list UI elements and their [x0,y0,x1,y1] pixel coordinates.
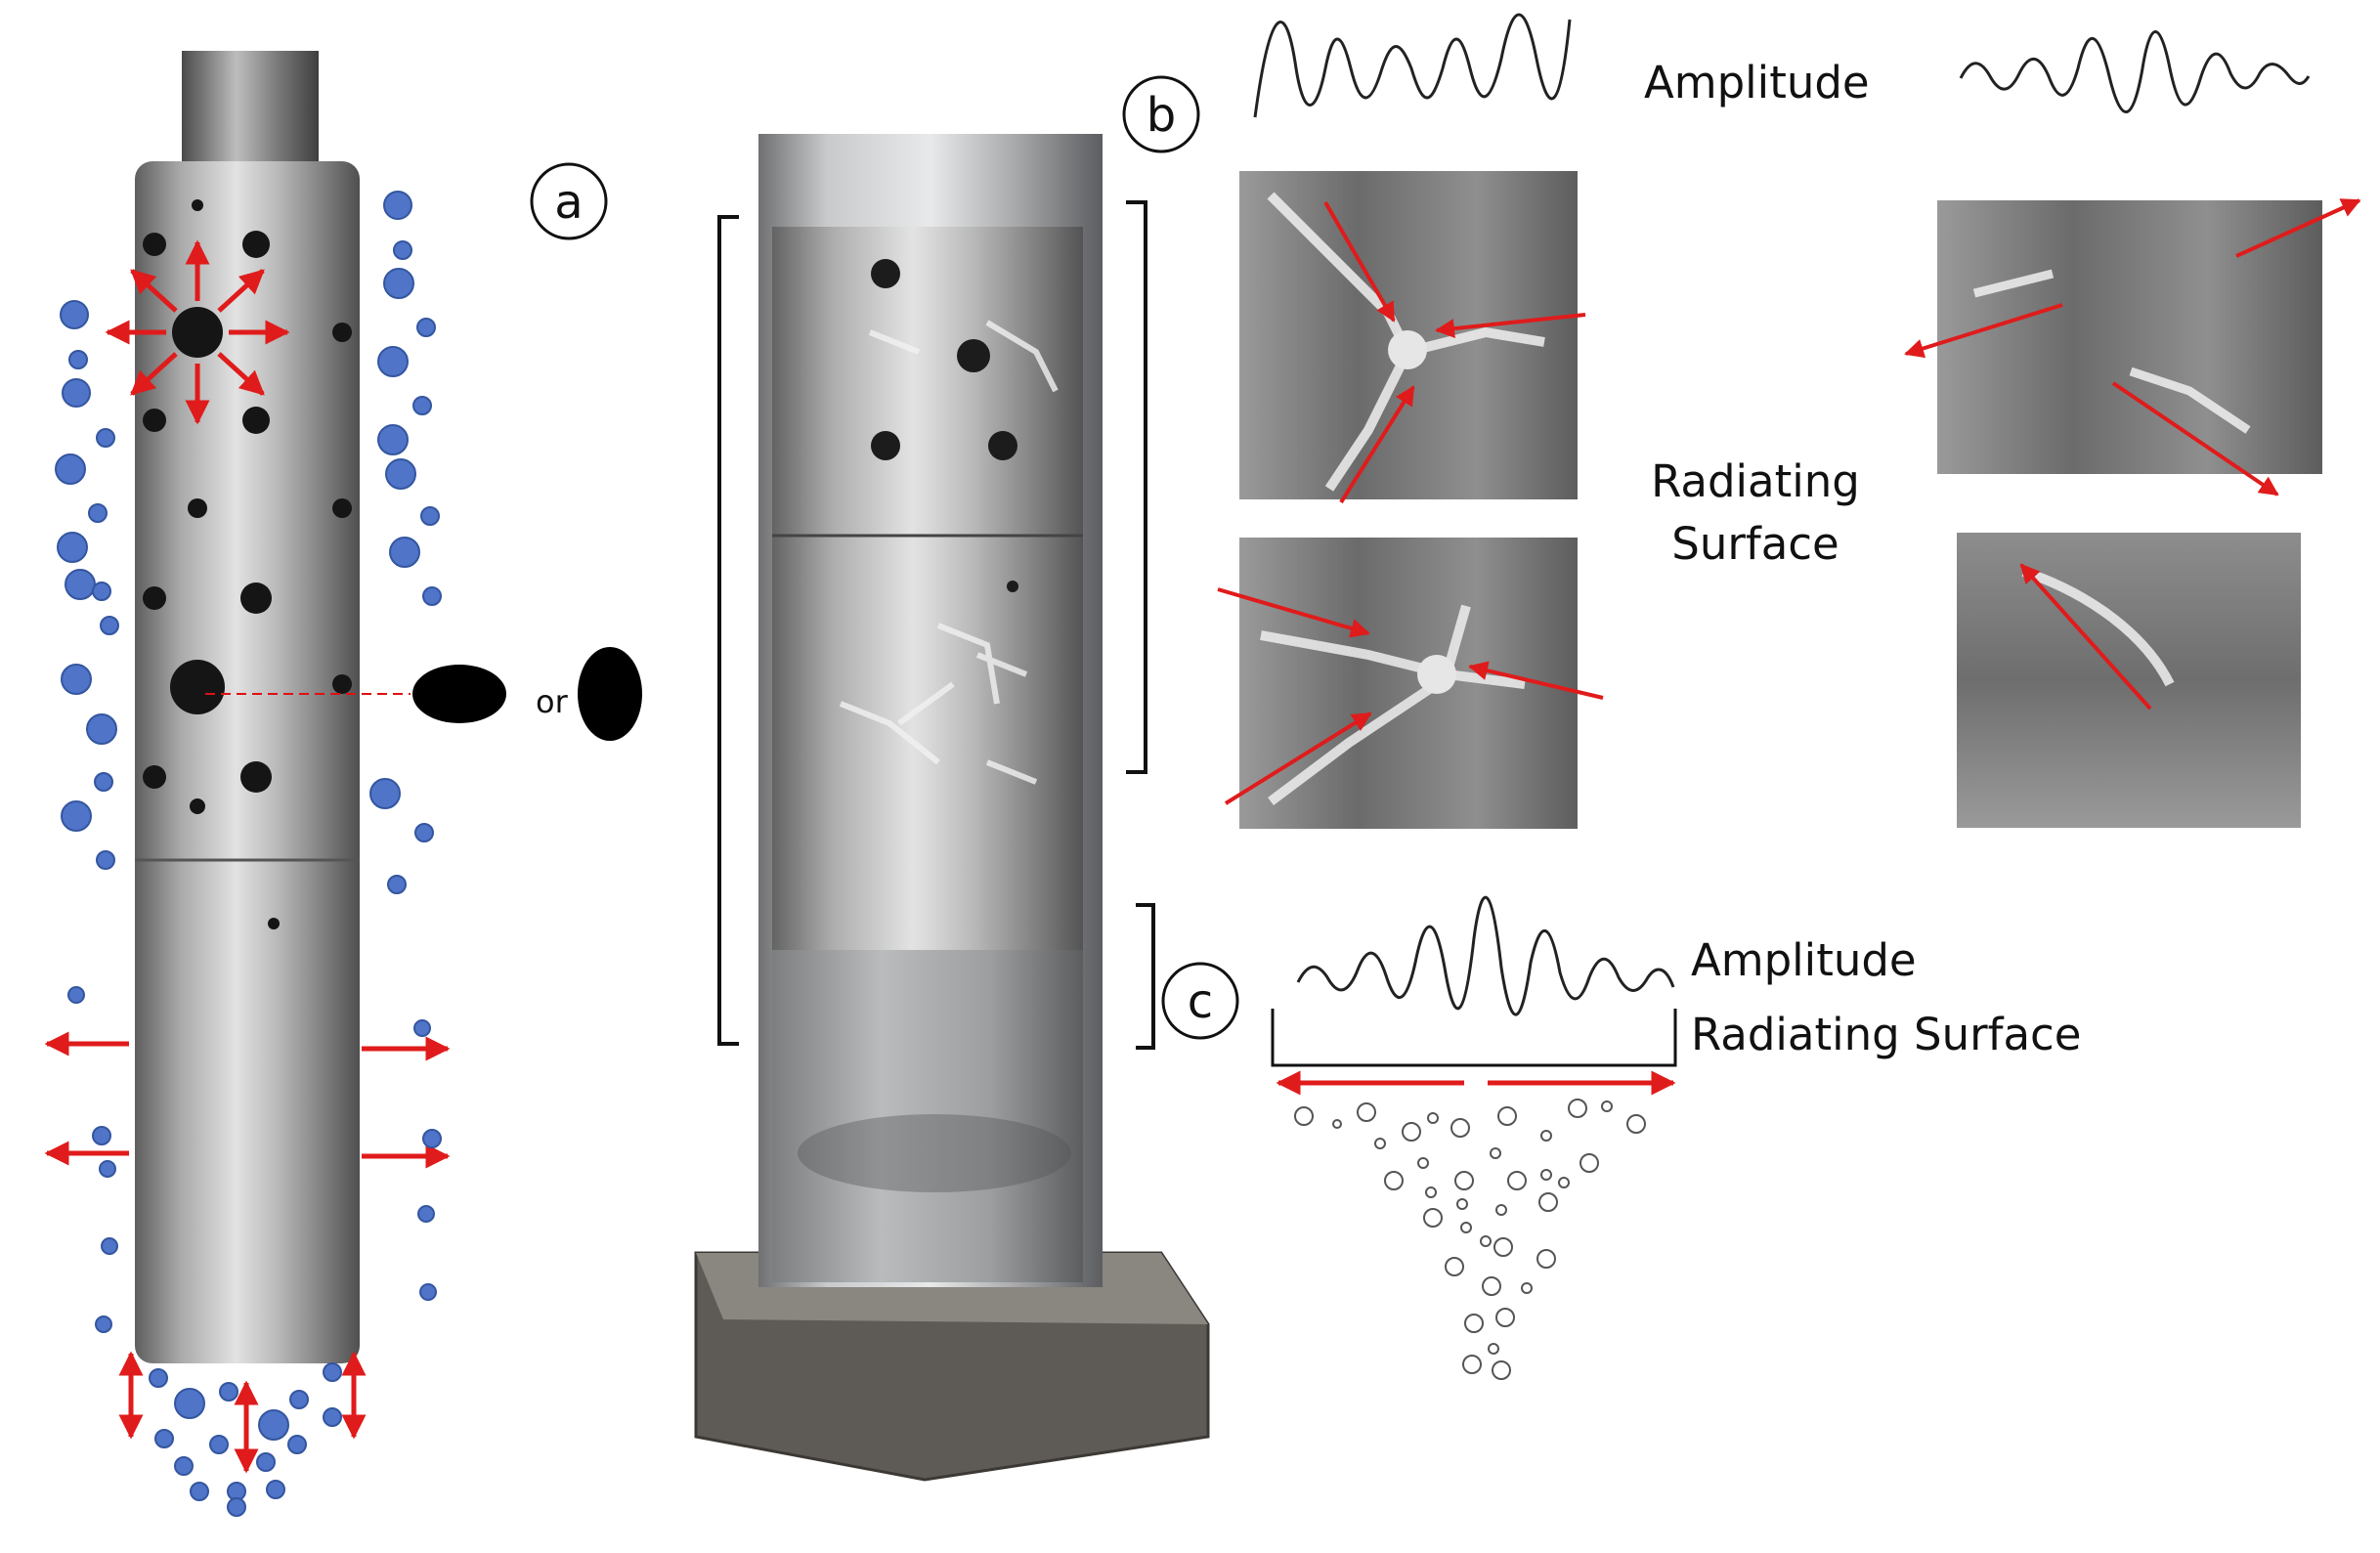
radiating-surface-label-b-line1: Radiating [1651,455,1860,507]
inset-photo-b1 [1239,171,1586,504]
tube-streamers [839,320,1059,785]
radiating-surface-label-b-line2: Surface [1671,518,1839,570]
or-label: or [536,683,569,720]
tube-sonotrode-holes [871,259,1018,592]
panel-b-wave-left [1253,13,1572,118]
amplitude-label-c: Amplitude [1691,934,1917,986]
panel-b-marker [1122,75,1200,153]
sonotrode-in-tube [772,227,1083,950]
bottom-arrows [118,1351,367,1474]
tube-bottom-shadow [798,1114,1071,1192]
inset-photo-b4 [1957,533,2301,828]
panel-a-marker [530,162,608,240]
horizontal-ellipse-icon [412,665,506,723]
panel-b-wave-right [1959,30,2311,113]
tube-water-lower [772,950,1083,1282]
panel-c-wave [1296,895,1675,1016]
sonotrode-holes [143,199,352,929]
bubble-cone [1294,1099,1646,1380]
side-arrows [44,1031,451,1169]
panel-b-tube-photo [694,134,1210,1482]
inset-photo-b3 [1904,198,2361,496]
sonotrode-rod [182,51,319,166]
panel-a-sonotrode: or a [44,51,642,1517]
panel-c-label: c [1188,974,1213,1029]
cavitation-bubbles [55,191,442,1517]
amplitude-label-b: Amplitude [1644,57,1870,108]
sonotrode-body [135,161,360,1363]
panel-c-marker [1161,962,1239,1040]
radiating-surface-bracket [1271,1009,1677,1067]
inset-photo-b2 [1217,538,1604,829]
panel-b-brackets [717,200,1155,1050]
panel-a-label: a [554,175,583,230]
radiating-surface-label-c: Radiating Surface [1691,1009,2081,1060]
panel-b-label: b [1147,88,1176,143]
vertical-ellipse-icon [578,647,642,741]
radial-arrows [105,239,290,425]
